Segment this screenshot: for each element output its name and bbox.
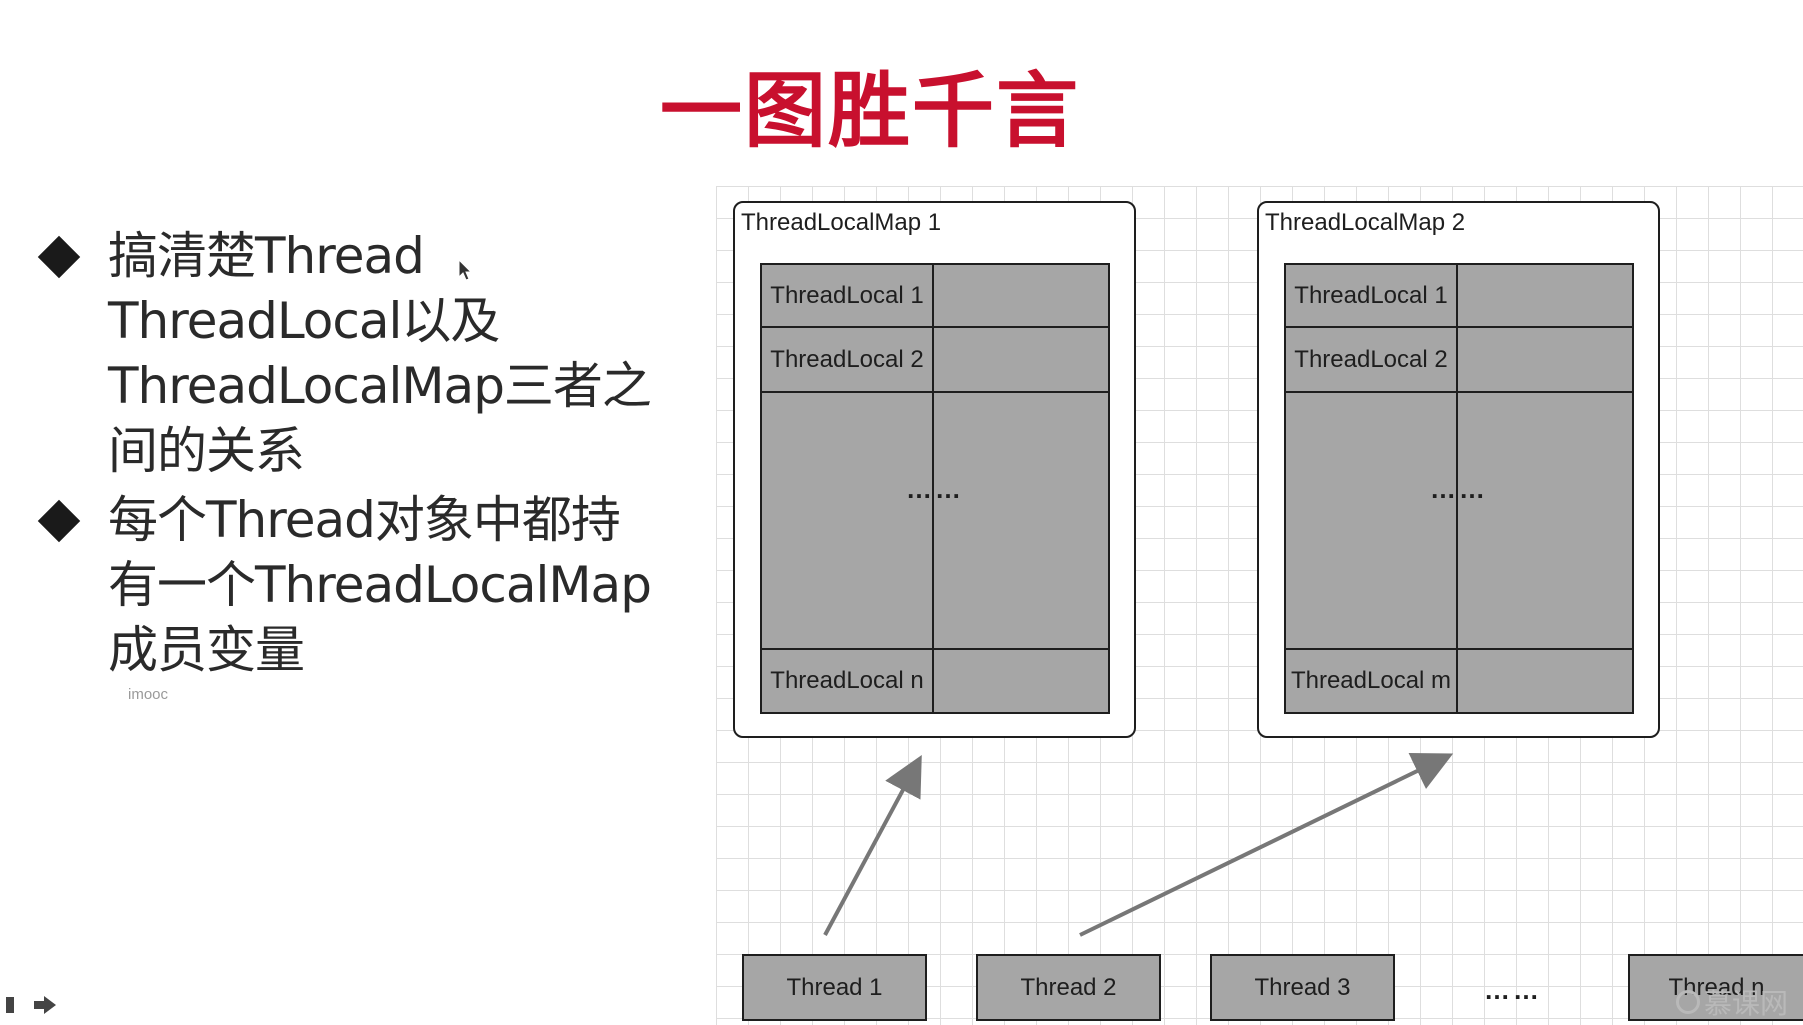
threadlocalmap-box: ThreadLocalMap 1 ThreadLocal 1 ThreadLoc… — [733, 201, 1136, 738]
map-key-cell — [762, 393, 934, 650]
brand-logo: 慕课网 — [1676, 982, 1788, 1022]
diamond-bullet-icon — [37, 235, 81, 279]
slide-nav — [0, 994, 58, 1016]
map-key-cell: ThreadLocal m — [1286, 650, 1458, 712]
brand-logo-icon — [1676, 990, 1700, 1014]
map-ellipsis: …… — [906, 474, 964, 504]
map-table: ThreadLocal 1 ThreadLocal 2 ThreadLocal … — [760, 263, 1110, 714]
mouse-cursor-icon — [458, 259, 473, 281]
thread-box: Thread 3 — [1210, 954, 1395, 1021]
slide-title: 一图胜千言 — [660, 64, 1081, 159]
map-table: ThreadLocal 1 ThreadLocal 2 ThreadLocal … — [1284, 263, 1634, 714]
threads-ellipsis: …… — [1484, 975, 1542, 1005]
map-key-cell: ThreadLocal 1 — [762, 265, 934, 328]
diamond-bullet-icon — [37, 499, 81, 543]
map-key-cell: ThreadLocal n — [762, 650, 934, 712]
bullet-text: 每个Thread对象中都持有一个ThreadLocalMap成员变量 — [108, 491, 652, 679]
map-key-cell: ThreadLocal 1 — [1286, 265, 1458, 328]
bullet-text: 搞清楚Thread ThreadLocal以及ThreadLocalMap三者之… — [108, 227, 652, 480]
map-value-cell — [1458, 650, 1632, 712]
map-value-cell — [934, 650, 1108, 712]
bullet-item: 搞清楚Thread ThreadLocal以及ThreadLocalMap三者之… — [36, 224, 656, 484]
map-key-cell: ThreadLocal 2 — [762, 328, 934, 393]
map-value-cell — [934, 265, 1108, 328]
thread-box: Thread n — [1628, 954, 1803, 1021]
map-key-cell — [1286, 393, 1458, 650]
map-title: ThreadLocalMap 1 — [741, 209, 942, 236]
thread-box: Thread 1 — [742, 954, 927, 1021]
map-value-cell — [1458, 328, 1632, 393]
thread-box: Thread 2 — [976, 954, 1161, 1021]
bullet-item: 每个Thread对象中都持有一个ThreadLocalMap成员变量 — [36, 488, 656, 683]
next-slide-icon[interactable] — [32, 994, 58, 1016]
bullet-list: 搞清楚Thread ThreadLocal以及ThreadLocalMap三者之… — [36, 224, 656, 687]
map-value-cell — [934, 393, 1108, 650]
map-ellipsis: …… — [1430, 474, 1488, 504]
map-key-cell: ThreadLocal 2 — [1286, 328, 1458, 393]
threadlocalmap-box: ThreadLocalMap 2 ThreadLocal 1 ThreadLoc… — [1257, 201, 1660, 738]
map-value-cell — [1458, 393, 1632, 650]
brand-text: 慕课网 — [1704, 987, 1789, 1020]
map-value-cell — [934, 328, 1108, 393]
map-value-cell — [1458, 265, 1632, 328]
watermark: imooc — [128, 686, 169, 703]
map-title: ThreadLocalMap 2 — [1265, 209, 1466, 236]
prev-slide-icon[interactable] — [0, 994, 26, 1016]
